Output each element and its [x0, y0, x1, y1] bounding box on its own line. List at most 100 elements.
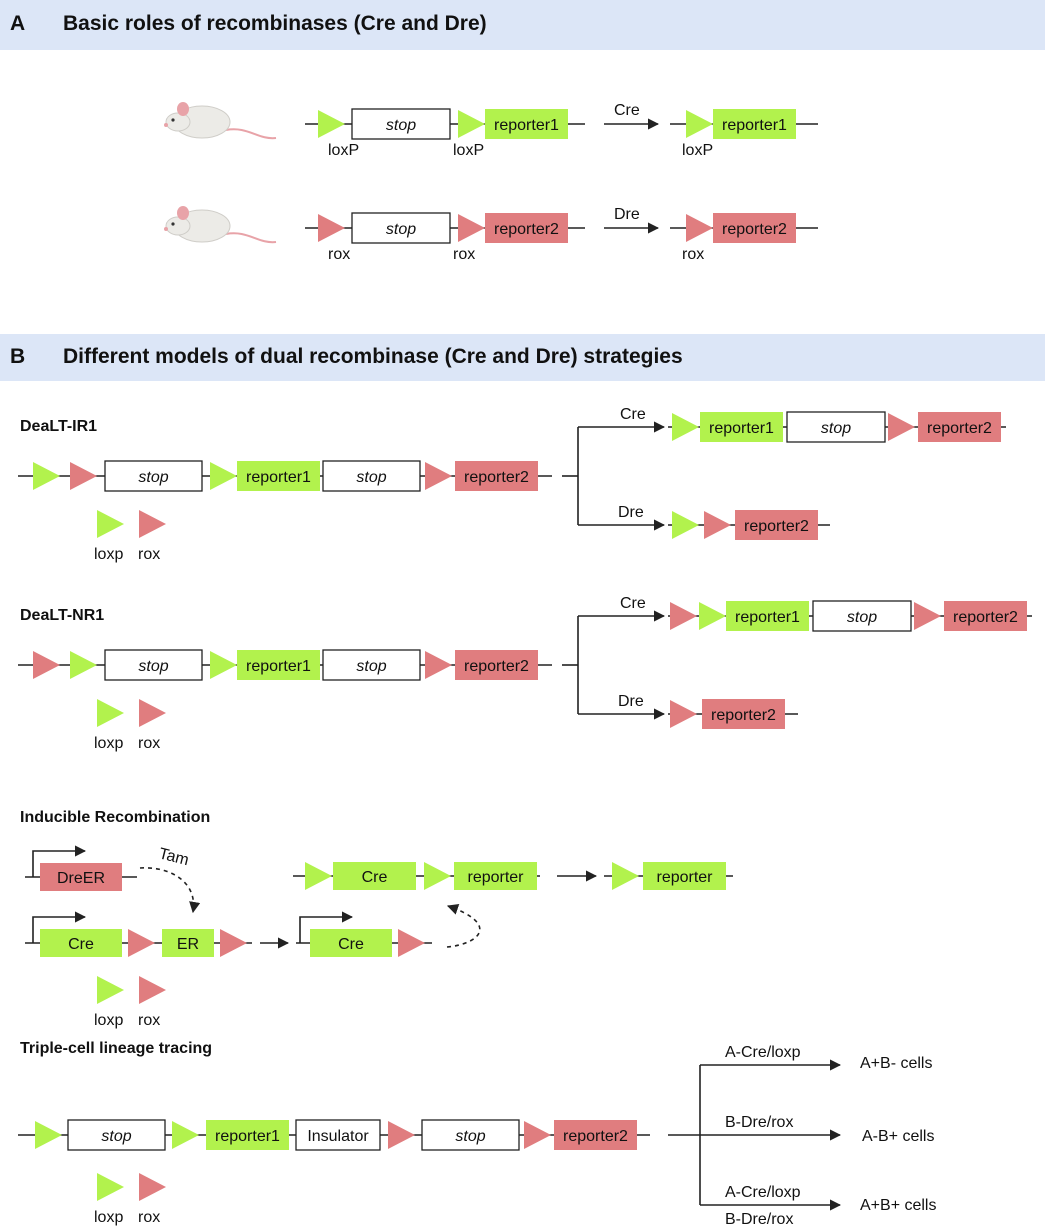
ind-creer-rox1-triangle-icon — [128, 929, 155, 957]
triple-loxp2-triangle-icon — [172, 1121, 199, 1149]
triple-reporter1-box — [206, 1120, 289, 1150]
nr1-site3-triangle-icon — [210, 651, 237, 679]
nr1-cre-p-rox2-triangle-icon — [914, 602, 941, 630]
ir1-cre-p-stop-box — [786, 411, 886, 443]
ir1-legend-loxp-label: loxp — [94, 546, 123, 563]
nr1-cre-p-reporter1-box — [726, 601, 809, 631]
nr1-legend-rox-label: rox — [138, 735, 160, 752]
triple-reporter2-box-label: reporter2 — [563, 1128, 628, 1145]
triple-stop1-box — [67, 1119, 166, 1151]
ir1-cre-p-loxp-triangle-icon — [672, 413, 699, 441]
triple-stop2-box — [421, 1119, 520, 1151]
ind-final-loxp-triangle-icon — [612, 862, 639, 890]
a-cre-reporter-box-label: reporter1 — [494, 117, 559, 134]
ind-dreer-box-label: DreER — [57, 870, 105, 887]
a-dre-stop-box-label: stop — [386, 221, 416, 238]
a-dre-stop-box — [351, 212, 451, 244]
ir1-legend-rox-label: rox — [138, 546, 160, 563]
nr1-cre-p-loxp-triangle-icon — [699, 602, 726, 630]
ir1-label: DeaLT-IR1 — [20, 418, 97, 435]
ir1-reporter1-box — [237, 461, 320, 491]
a-dre-reporter-box — [485, 213, 568, 243]
nr1-cre-p-rox-triangle-icon — [670, 602, 697, 630]
ir1-site1-triangle-icon — [33, 462, 60, 490]
triple-legend-rox-triangle-icon — [139, 1173, 166, 1201]
nr1-legend-loxp-label: loxp — [94, 735, 123, 752]
nr1-cre-p-stop-box-label: stop — [847, 609, 877, 626]
ir1-cre-label: Cre — [620, 406, 646, 423]
nr1-reporter2-box-label: reporter2 — [464, 658, 529, 675]
ir1-legend-rox-triangle-icon — [139, 510, 166, 538]
ind-cre-promoter-arrow-icon — [299, 911, 354, 943]
ir1-cre-p-stop-box-label: stop — [821, 420, 851, 437]
ind-tam-label: Tam — [157, 845, 190, 869]
nr1-cre-p-reporter2-box — [944, 601, 1027, 631]
ind-tam-dashed-arrow — [139, 867, 201, 914]
a-cre-product-site-triangle-icon — [686, 110, 713, 138]
a-dre-mouse-icon-eye — [171, 222, 175, 226]
a-cre-mouse-icon-eye — [171, 118, 175, 122]
ir1-site2-triangle-icon — [70, 462, 97, 490]
triple-out2-label: A-B+ cells — [862, 1128, 934, 1145]
ir1-stop1-box-label: stop — [138, 469, 168, 486]
ind-final-reporter-box-label: reporter — [656, 869, 713, 886]
ir1-dre-p-reporter2-box-label: reporter2 — [744, 518, 809, 535]
a-cre-site1-label: loxP — [328, 142, 359, 159]
ind-cre-box-label: Cre — [338, 936, 364, 953]
ir1-site4-triangle-icon — [425, 462, 452, 490]
ir1-stop2-box — [322, 460, 421, 492]
triple-stop1-box-label: stop — [101, 1128, 131, 1145]
triple-branch1-label: A-Cre/loxp — [725, 1044, 801, 1061]
a-cre-product-site-label: loxP — [682, 142, 713, 159]
ir1-cre-p-reporter2-box-label: reporter2 — [927, 420, 992, 437]
triple-legend-loxp-triangle-icon — [97, 1173, 124, 1201]
inducible-legend-loxp-label: loxp — [94, 1012, 123, 1029]
nr1-reporter1-box-label: reporter1 — [246, 658, 311, 675]
nr1-dre-p-reporter2-box — [702, 699, 785, 729]
nr1-legend-loxp-triangle-icon — [97, 699, 124, 727]
ir1-site3-triangle-icon — [210, 462, 237, 490]
nr1-stop1-box-label: stop — [138, 658, 168, 675]
triple-stop2-box-label: stop — [455, 1128, 485, 1145]
a-cre-mouse-icon-tail — [225, 128, 277, 140]
panel-b-header: B Different models of dual recombinase (… — [0, 334, 1045, 381]
ir1-dre-p-loxp-triangle-icon — [672, 511, 699, 539]
triple-out3-label: A+B+ cells — [860, 1197, 936, 1214]
ind-rep-reporter-box — [454, 862, 537, 890]
nr1-reporter2-box — [455, 650, 538, 680]
nr1-reporter1-box — [237, 650, 320, 680]
ind-creer-promoter-arrow-icon — [32, 911, 87, 943]
a-dre-mouse-icon-nose — [164, 227, 168, 231]
inducible-legend-loxp-triangle-icon — [97, 976, 124, 1004]
a-dre-mouse-icon-ear — [177, 206, 189, 220]
ind-cre-box — [310, 929, 392, 957]
a-dre-product-site-triangle-icon — [686, 214, 713, 242]
triple-legend-rox-label: rox — [138, 1209, 160, 1226]
ind-creer-er-box — [162, 929, 214, 957]
a-dre-site1-label: rox — [328, 246, 350, 263]
ind-rep-cre-box — [333, 862, 416, 890]
nr1-cre-p-stop-box — [812, 600, 912, 632]
ind-final-reporter-box — [643, 862, 726, 890]
ir1-reporter2-box — [455, 461, 538, 491]
a-cre-stop-box-label: stop — [386, 117, 416, 134]
inducible-label: Inducible Recombination — [20, 809, 210, 826]
nr1-dre-p-rox-triangle-icon — [670, 700, 697, 728]
a-dre-reaction-label: Dre — [614, 206, 640, 223]
ir1-stop2-box-label: stop — [356, 469, 386, 486]
panel-a-title: Basic roles of recombinases (Cre and Dre… — [63, 12, 487, 35]
nr1-dre-p-reporter2-box-label: reporter2 — [711, 707, 776, 724]
a-cre-reaction-label: Cre — [614, 102, 640, 119]
ind-rep-loxp2-triangle-icon — [424, 862, 451, 890]
nr1-site4-triangle-icon — [425, 651, 452, 679]
ir1-cre-p-reporter2-box — [918, 412, 1001, 442]
nr1-cre-p-reporter2-box-label: reporter2 — [953, 609, 1018, 626]
ir1-dre-p-reporter2-box — [735, 510, 818, 540]
ir1-cre-p-rox-triangle-icon — [888, 413, 915, 441]
a-dre-product-reporter-box-label: reporter2 — [722, 221, 787, 238]
inducible-legend-rox-label: rox — [138, 1012, 160, 1029]
ir1-stop1-box — [104, 460, 203, 492]
triple-loxp1-triangle-icon — [35, 1121, 62, 1149]
nr1-cre-p-reporter1-box-label: reporter1 — [735, 609, 800, 626]
